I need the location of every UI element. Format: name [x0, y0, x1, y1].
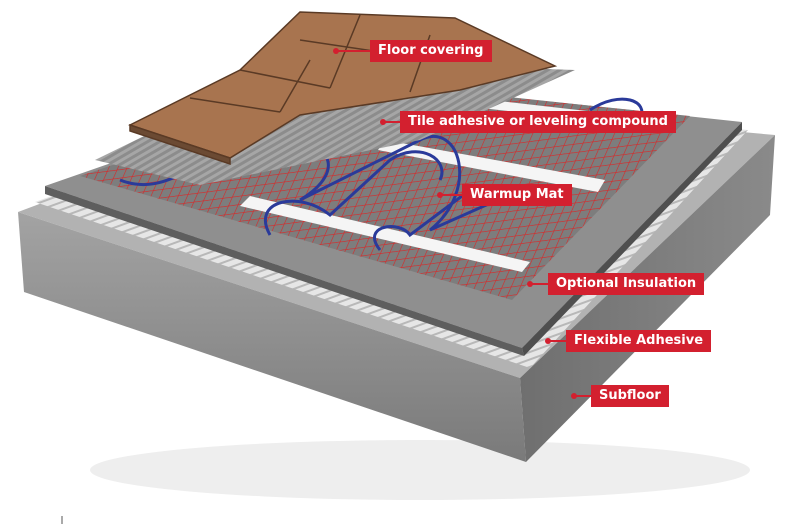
label-optional-insulation-text: Optional Insulation: [548, 273, 705, 295]
shadow: [90, 440, 750, 500]
label-subfloor: Subfloor: [571, 385, 669, 407]
label-tile-adhesive: Tile adhesive or leveling compound: [380, 111, 676, 133]
label-warmup-mat-text: Warmup Mat: [462, 184, 572, 206]
label-floor-covering: Floor covering: [333, 40, 492, 62]
label-tile-adhesive-text: Tile adhesive or leveling compound: [400, 111, 676, 133]
label-optional-insulation: Optional Insulation: [527, 273, 705, 295]
label-flexible-adhesive: Flexible Adhesive: [545, 330, 712, 352]
label-warmup-mat: Warmup Mat: [437, 184, 572, 206]
label-floor-covering-text: Floor covering: [370, 40, 492, 62]
label-subfloor-text: Subfloor: [591, 385, 669, 407]
label-flexible-adhesive-text: Flexible Adhesive: [566, 330, 712, 352]
